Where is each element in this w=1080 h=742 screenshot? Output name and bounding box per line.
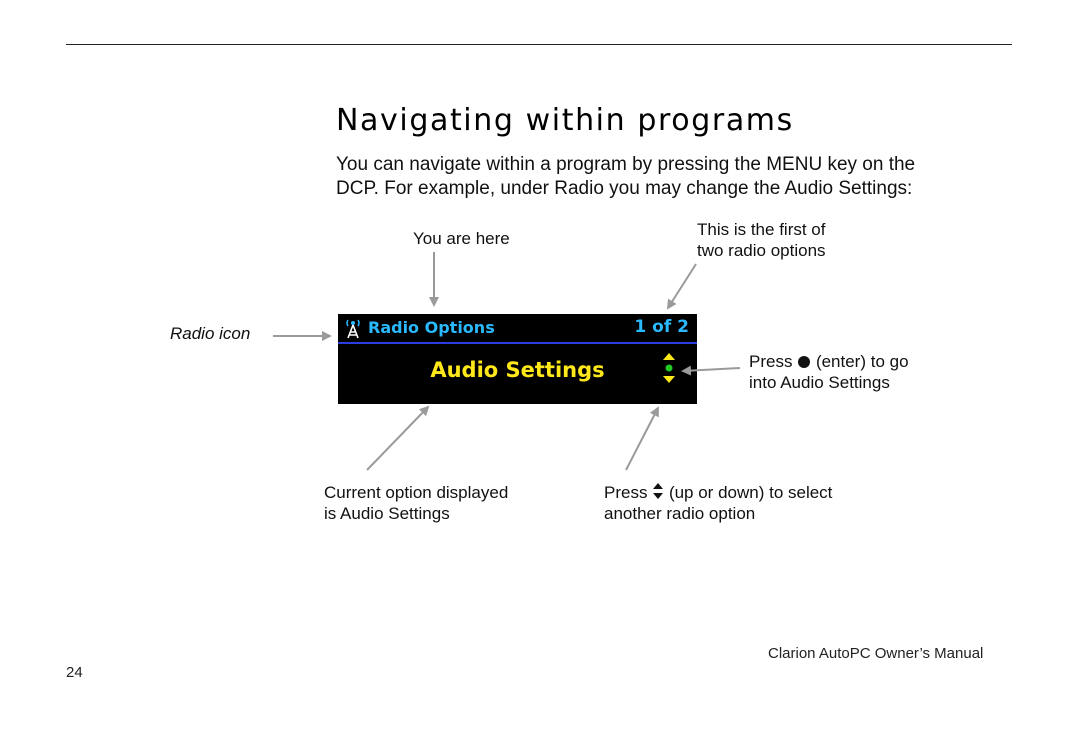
intro-line-1: You can navigate within a program by pre…: [336, 154, 916, 175]
radio-antenna-icon: [346, 319, 360, 339]
screen-current-option[interactable]: Audio Settings: [430, 358, 605, 382]
callout-first-option-line-1: This is the first of: [697, 220, 826, 239]
callout-enter-before: Press: [749, 352, 793, 371]
screen-page-count: 1 of 2: [634, 317, 689, 337]
callout-updown-after: (up or down) to select: [668, 483, 833, 502]
screen-title: Radio Options: [368, 318, 495, 337]
up-down-arrows-icon: [653, 483, 664, 499]
callout-enter-line-1: Press (enter) to go: [749, 351, 909, 372]
dcp-screen: Radio Options 1 of 2 Audio Settings: [338, 314, 697, 404]
callout-radio-icon: Radio icon: [170, 324, 251, 343]
arrow-current-option: [366, 405, 430, 471]
callout-current-line-1: Current option displayed: [324, 483, 509, 502]
page-number: 24: [66, 664, 83, 681]
callout-enter-after: (enter) to go: [815, 352, 909, 371]
enter-button-icon: [798, 356, 811, 368]
callout-current-option: Current option displayed is Audio Settin…: [324, 482, 508, 524]
header-rule: [66, 44, 1012, 45]
callout-updown-line-2: another radio option: [604, 504, 756, 523]
callout-updown-line-1: Press (up or down) to select: [604, 482, 832, 503]
callout-you-are-here: You are here: [413, 229, 510, 248]
screen-header: Radio Options 1 of 2: [338, 314, 697, 344]
arrow-up-down: [625, 406, 659, 471]
callout-first-option-line-2: two radio options: [697, 241, 826, 260]
arrow-first-option: [666, 263, 697, 310]
up-down-enter-icon[interactable]: [662, 352, 676, 384]
callout-enter: Press (enter) to go into Audio Settings: [749, 351, 909, 393]
callout-first-option: This is the first of two radio options: [697, 219, 826, 261]
footer-manual-title: Clarion AutoPC Owner’s Manual: [768, 645, 984, 662]
callout-current-line-2: is Audio Settings: [324, 504, 450, 523]
intro-line-2: DCP. For example, under Radio you may ch…: [336, 178, 913, 199]
intro-paragraph: You can navigate within a program by pre…: [336, 153, 996, 201]
callout-up-down: Press (up or down) to select another rad…: [604, 482, 832, 524]
page-heading: Navigating within programs: [336, 103, 794, 138]
callout-enter-line-2: into Audio Settings: [749, 373, 890, 392]
arrow-enter: [681, 365, 741, 376]
callout-updown-before: Press: [604, 483, 648, 502]
